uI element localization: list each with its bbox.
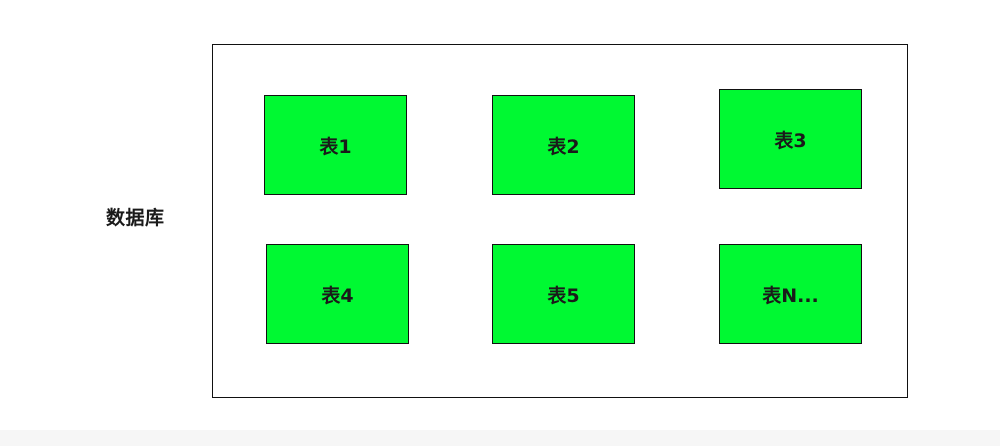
table-box-2: 表2	[492, 95, 635, 195]
table-box-n: 表N...	[719, 244, 862, 344]
bottom-band	[0, 430, 1000, 446]
table-box-3: 表3	[719, 89, 862, 189]
table-box-1: 表1	[264, 95, 407, 195]
table-box-4: 表4	[266, 244, 409, 344]
table-box-5: 表5	[492, 244, 635, 344]
database-label: 数据库	[106, 207, 165, 229]
